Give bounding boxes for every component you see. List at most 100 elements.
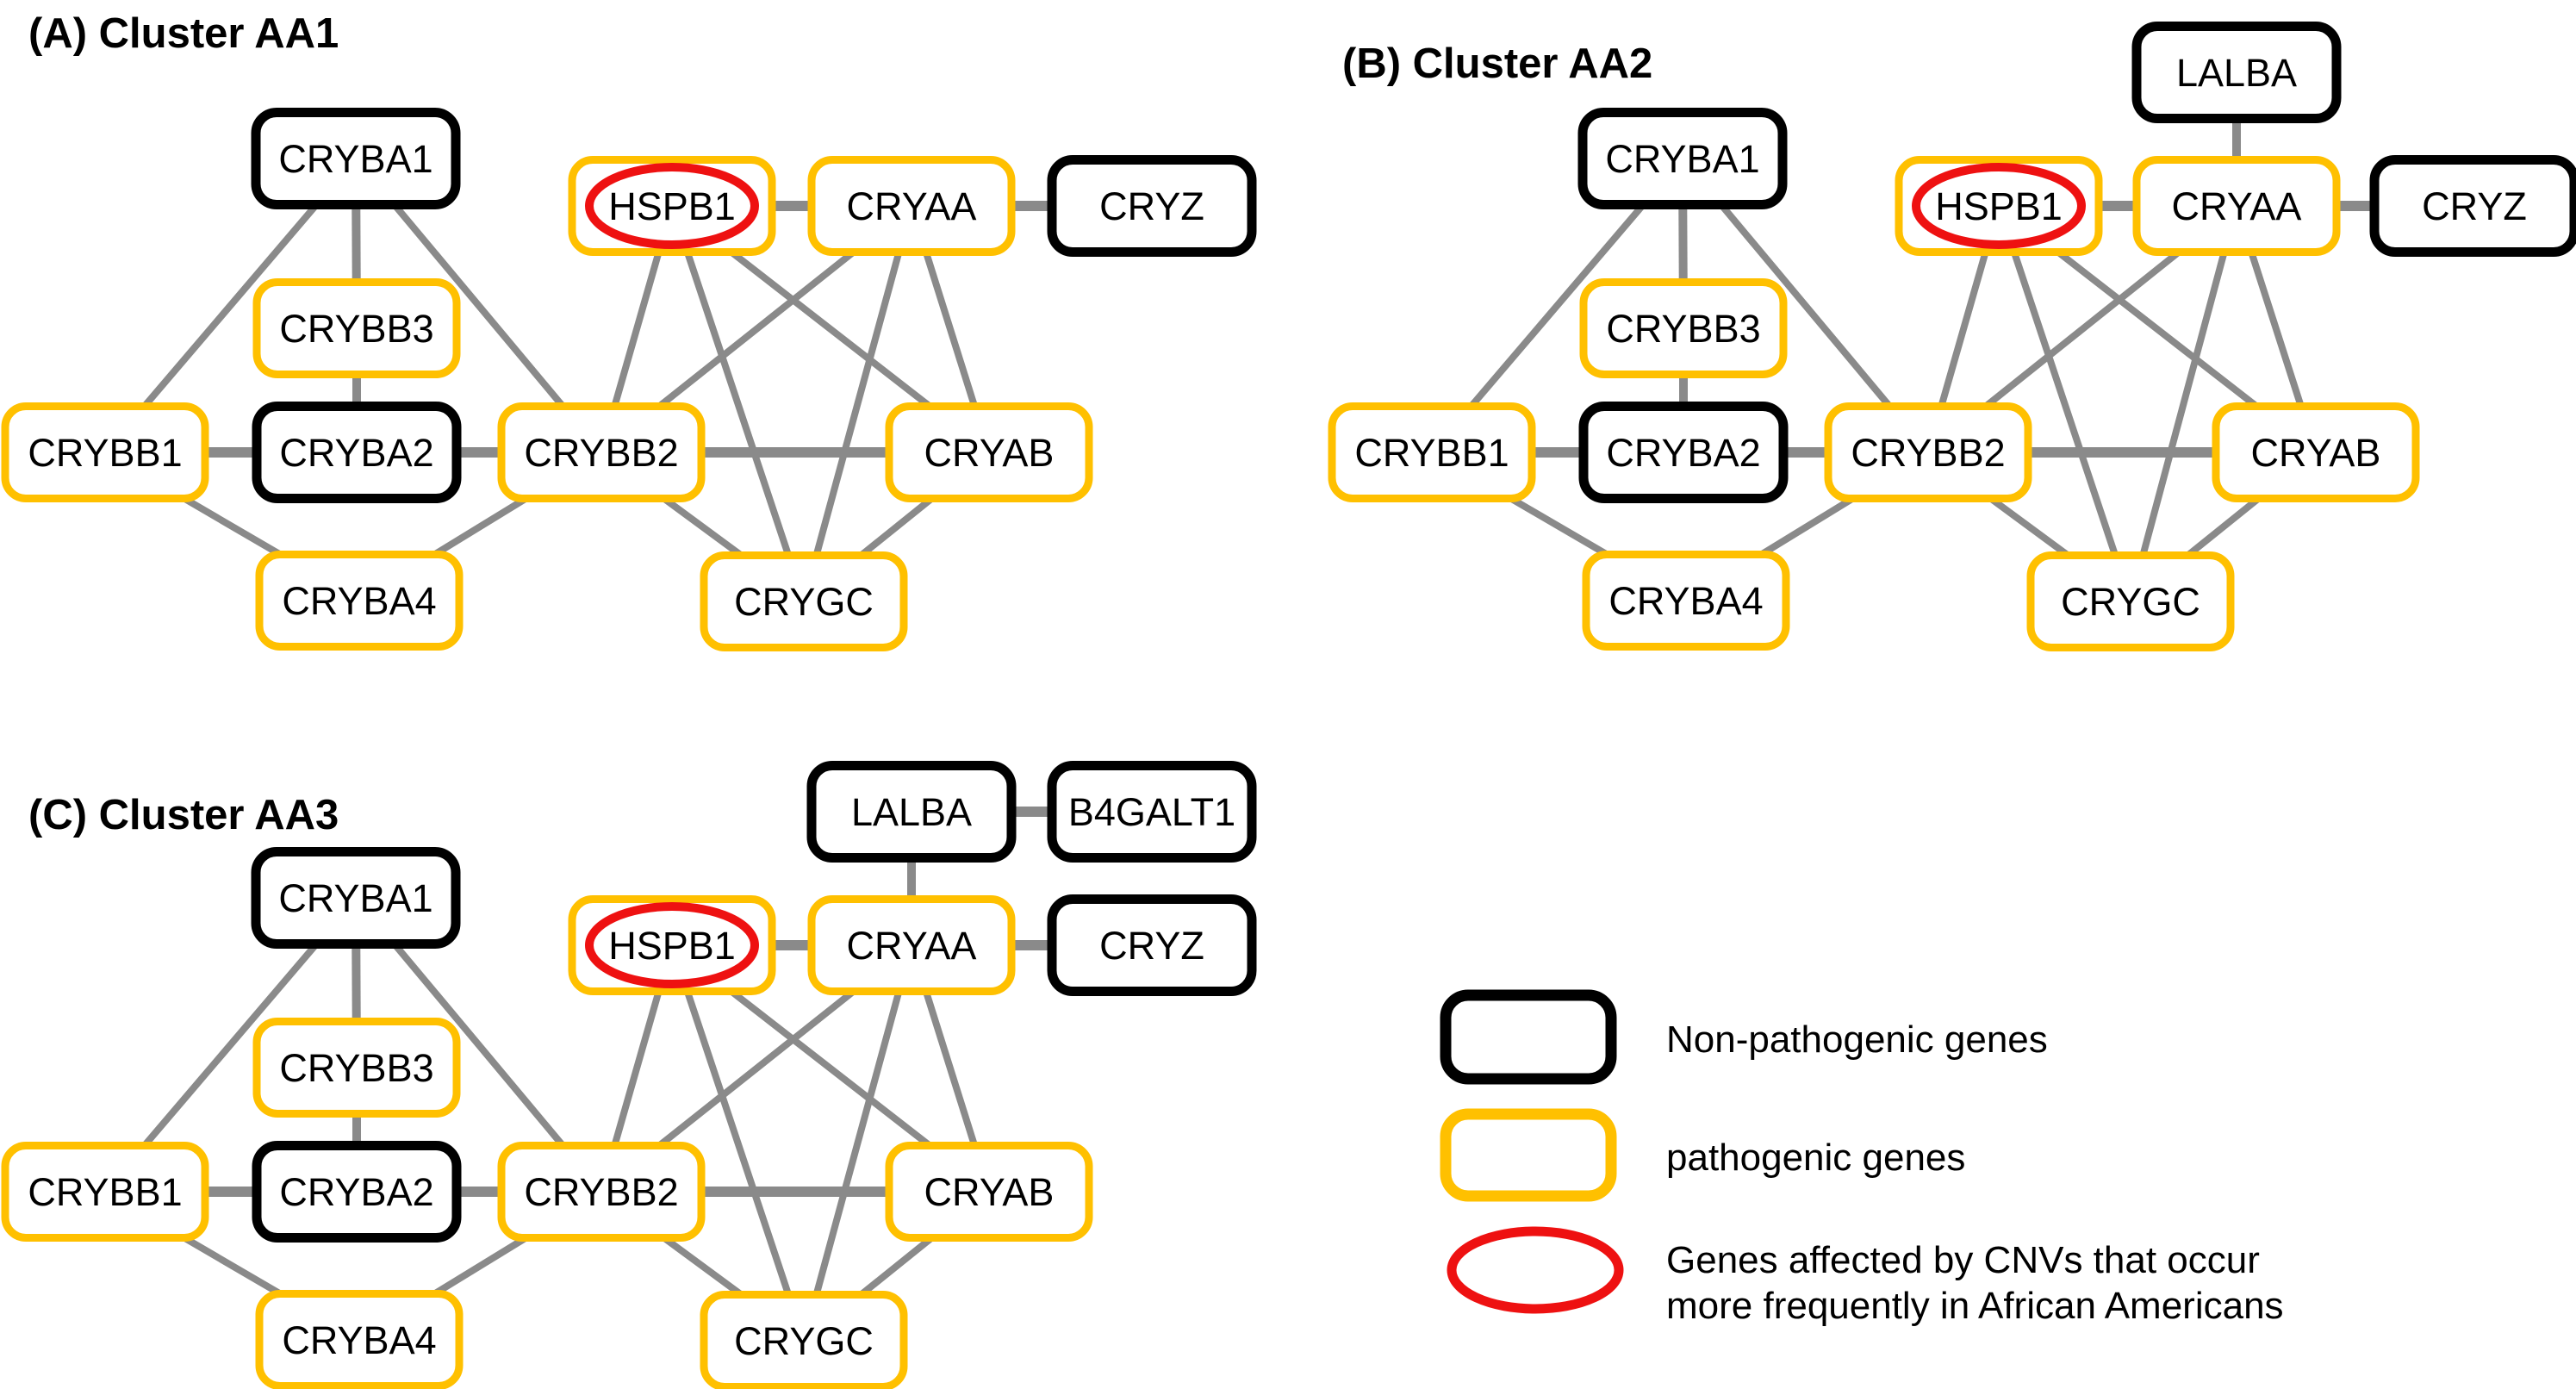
cluster-b-node-cryba1: CRYBA1 [1577, 108, 1788, 209]
node-label: CRYAB [924, 1170, 1055, 1214]
non-pathogenic-gene-box [1047, 761, 1257, 863]
node-label: CRYBA4 [282, 579, 436, 623]
pathogenic-gene-box [807, 156, 1016, 256]
cluster-b-node-crybb3: CRYBB3 [1579, 278, 1788, 378]
node-label: CRYGC [2061, 580, 2200, 624]
cluster-a-node-cryab: CRYAB [885, 402, 1093, 502]
node-label: CRYBB3 [1606, 307, 1760, 351]
cnv-ellipse [1912, 163, 2086, 249]
pathogenic-gene-box [1, 402, 209, 502]
legend-pathogenic-label: pathogenic genes [1666, 1137, 1965, 1179]
cluster-c-node-crybb2: CRYBB2 [497, 1142, 706, 1242]
pathogenic-gene-box [885, 402, 1093, 502]
cluster-b-node-crybb1: CRYBB1 [1328, 402, 1536, 502]
cluster-a-node-cryz: CRYZ [1047, 155, 1257, 257]
node-label: CRYAA [847, 184, 977, 228]
cluster-a-node-cryba1: CRYBA1 [251, 108, 461, 209]
cluster-c-node-cryaa: CRYAA [807, 895, 1016, 995]
non-pathogenic-gene-box [1047, 894, 1257, 996]
pathogenic-gene-box [1824, 402, 2032, 502]
node-label: CRYBA2 [279, 431, 433, 475]
cluster-a-node-crybb1: CRYBB1 [1, 402, 209, 502]
legend-cnv-label-line1: Genes affected by CNVs that occur [1666, 1239, 2260, 1281]
pathogenic-gene-box [255, 1290, 464, 1389]
cluster-c-node-cryab: CRYAB [885, 1142, 1093, 1242]
edge-hspb1-crygc [669, 204, 807, 603]
node-label: CRYBA1 [278, 876, 432, 920]
node-label: HSPB1 [608, 184, 736, 228]
pathogenic-gene-box [1582, 551, 1790, 651]
node-label: CRYBA1 [278, 137, 432, 181]
cluster-a-node-cryaa: CRYAA [807, 156, 1016, 256]
pathogenic-gene-box [807, 895, 1016, 995]
cluster-b-title: (B) Cluster AA2 [1342, 40, 1652, 87]
cluster-c-node-b4galt1: B4GALT1 [1047, 761, 1257, 863]
cluster-b-node-cryz: CRYZ [2369, 155, 2576, 257]
pathogenic-gene-box [497, 1142, 706, 1242]
cluster-a-node-crybb2: CRYBB2 [497, 402, 706, 502]
node-label: CRYGC [734, 1319, 874, 1363]
node-label: CRYAB [924, 431, 1055, 475]
pathogenic-gene-box [568, 156, 776, 256]
cluster-a-node-cryba2: CRYBA2 [252, 402, 462, 503]
pathogenic-gene-box [255, 551, 464, 651]
edge-hspb1-crygc [1995, 204, 2134, 603]
pathogenic-gene-box [252, 278, 461, 378]
cluster-c-node-cryba1: CRYBA1 [251, 847, 461, 949]
legend-pathogenic-swatch [1440, 1108, 1617, 1202]
node-label: CRYZ [2422, 184, 2527, 228]
edge-cryaa-crygc [2127, 204, 2240, 603]
edge-cryaa-crygc [800, 204, 915, 603]
node-label: CRYZ [1099, 924, 1204, 968]
cnv-ellipse [585, 163, 759, 249]
cluster-c-node-crybb3: CRYBB3 [252, 1018, 461, 1118]
non-pathogenic-gene-box [251, 108, 461, 209]
cluster-b-node-crygc: CRYGC [2026, 551, 2235, 651]
node-label: CRYBB2 [1851, 431, 2005, 475]
pathogenic-gene-box [2212, 402, 2420, 502]
pathogenic-gene-box [700, 551, 908, 651]
cluster-c-node-cryz: CRYZ [1047, 894, 1257, 996]
cluster-c-node-cryba4: CRYBA4 [255, 1290, 464, 1389]
node-label: CRYBB1 [28, 431, 182, 475]
node-label: CRYBB1 [28, 1170, 182, 1214]
pathogenic-gene-box [1, 1142, 209, 1242]
node-label: LALBA [2176, 51, 2297, 95]
node-label: CRYBA2 [279, 1170, 433, 1214]
cluster-c-node-lalba: LALBA [806, 761, 1017, 863]
node-label: CRYBB3 [279, 1046, 433, 1090]
cluster-a-node-cryba4: CRYBA4 [255, 551, 464, 651]
node-label: CRYBA4 [1608, 579, 1763, 623]
node-label: CRYAB [2251, 431, 2381, 475]
non-pathogenic-gene-box [252, 1141, 462, 1243]
cluster-a-node-crybb3: CRYBB3 [252, 278, 461, 378]
cluster-b-node-cryba4: CRYBA4 [1582, 551, 1790, 651]
legend: Non-pathogenic genes pathogenic genes Ge… [1440, 989, 2284, 1327]
edge-cryaa-crygc [800, 944, 915, 1342]
non-pathogenic-gene-box [251, 847, 461, 949]
cluster-b-node-hspb1: HSPB1 [1895, 156, 2103, 256]
node-label: LALBA [851, 790, 972, 834]
pathogenic-gene-box [568, 895, 776, 995]
pathogenic-gene-box [1579, 278, 1788, 378]
non-pathogenic-gene-box [1578, 402, 1789, 503]
node-label: CRYAA [2172, 184, 2302, 228]
non-pathogenic-gene-box [2131, 22, 2342, 123]
non-pathogenic-gene-box [806, 761, 1017, 863]
node-label: HSPB1 [1935, 184, 2063, 228]
cluster-a-title: (A) Cluster AA1 [28, 10, 339, 57]
cnv-ellipse [585, 902, 759, 988]
cluster-c-node-hspb1: HSPB1 [568, 895, 776, 995]
pathogenic-gene-box [252, 1018, 461, 1118]
cluster-a-node-crygc: CRYGC [700, 551, 908, 651]
pathogenic-gene-box [885, 1142, 1093, 1242]
legend-cnv-label-line2: more frequently in African Americans [1666, 1285, 2284, 1327]
legend-cnv-ellipse-swatch [1447, 1226, 1624, 1314]
non-pathogenic-gene-box [1047, 155, 1257, 257]
cluster-c-node-crygc: CRYGC [700, 1291, 908, 1389]
cluster-c-node-cryba2: CRYBA2 [252, 1141, 462, 1243]
